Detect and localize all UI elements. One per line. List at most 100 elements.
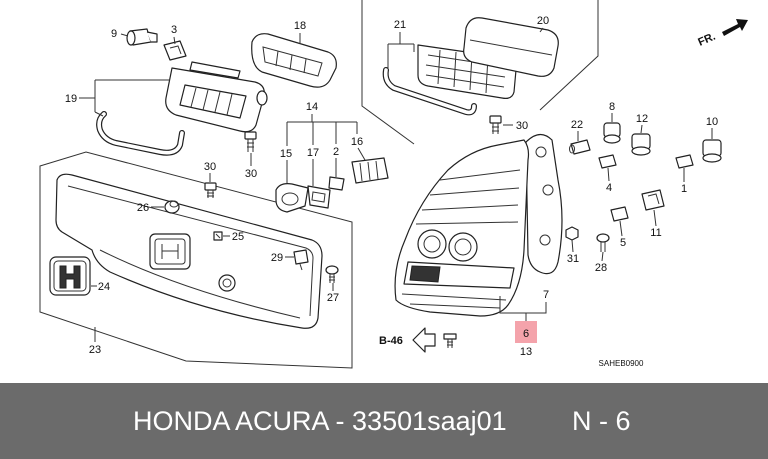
callout-10: 10 bbox=[706, 116, 718, 128]
connector-teeth bbox=[359, 160, 379, 182]
reference-label: B-46 bbox=[379, 335, 403, 347]
leader-4 bbox=[607, 167, 610, 182]
part-11-socket bbox=[641, 189, 665, 211]
callout-18: 18 bbox=[294, 20, 306, 32]
nut-body bbox=[565, 226, 579, 241]
gasket-hole bbox=[542, 184, 554, 196]
tail-light-reflector-left bbox=[417, 229, 447, 259]
callout-30-garnish: 30 bbox=[204, 161, 216, 173]
socket-tab bbox=[146, 31, 158, 43]
callout-19: 19 bbox=[65, 93, 77, 105]
part-30-bolt-stop-light bbox=[489, 115, 502, 134]
part-7-gasket bbox=[525, 133, 563, 275]
screw-shank bbox=[329, 274, 335, 283]
lens-cover-ribs bbox=[275, 50, 307, 74]
bracket-14 bbox=[286, 114, 358, 146]
callout-11: 11 bbox=[650, 227, 661, 239]
leader-16 bbox=[357, 147, 366, 161]
callout-30-stop-light: 30 bbox=[516, 120, 528, 132]
socket-end bbox=[702, 153, 722, 163]
callout-20: 20 bbox=[537, 15, 549, 27]
leader-20 bbox=[539, 27, 544, 33]
license-light-ribs bbox=[190, 87, 233, 116]
lens-cover-window bbox=[262, 46, 323, 77]
callout-5: 5 bbox=[620, 237, 626, 249]
bracket-6-7 bbox=[499, 296, 547, 321]
part-31-nut bbox=[565, 226, 579, 241]
socket-body bbox=[641, 189, 665, 211]
callout-24: 24 bbox=[98, 281, 110, 293]
part-27-screw bbox=[325, 265, 339, 283]
part-2-bulb bbox=[328, 176, 345, 191]
stop-light-group-boundary bbox=[361, 0, 599, 145]
clip-leg bbox=[447, 339, 453, 348]
part-15-socket bbox=[275, 183, 309, 213]
part-30-bolt-license bbox=[244, 131, 257, 152]
callout-22: 22 bbox=[571, 119, 583, 131]
part-12-socket bbox=[631, 133, 651, 156]
part-5-bulb bbox=[610, 206, 629, 222]
callout-4: 4 bbox=[606, 182, 612, 194]
emblem-frame-inner bbox=[53, 260, 87, 292]
bulb-body bbox=[675, 154, 694, 169]
cover-edge bbox=[469, 39, 553, 56]
part-18-lens-cover bbox=[251, 33, 337, 88]
callout-7: 7 bbox=[543, 289, 549, 301]
garnish-inner-line bbox=[67, 185, 314, 317]
license-light-tabs bbox=[189, 61, 241, 79]
callout-14: 14 bbox=[306, 101, 318, 113]
socket-detail bbox=[311, 191, 326, 203]
bulb-body bbox=[328, 176, 345, 191]
clip-body bbox=[293, 249, 309, 265]
lens-cover-body bbox=[251, 33, 337, 88]
gasket-hole bbox=[535, 146, 547, 158]
callout-23: 23 bbox=[89, 344, 101, 356]
leader-31 bbox=[571, 239, 574, 253]
tail-light-body bbox=[394, 139, 530, 317]
part-23-tailgate-garnish bbox=[55, 173, 323, 329]
parts-diagram: 9 3 18 21 20 19 14 8 12 22 30 10 15 17 2… bbox=[39, 0, 748, 369]
license-light-socket bbox=[256, 90, 268, 106]
bolt-head bbox=[204, 182, 217, 191]
callout-8: 8 bbox=[609, 101, 615, 113]
part-6-tail-light-assembly bbox=[394, 139, 530, 317]
part-16-connector bbox=[351, 157, 389, 184]
footer-part-position: N - 6 bbox=[572, 406, 631, 436]
footer-part-title: HONDA ACURA - 33501saaj01 bbox=[133, 406, 507, 436]
part-30-bolt-garnish bbox=[204, 182, 217, 198]
callout-28: 28 bbox=[595, 262, 607, 274]
tail-light-bottom-ribs bbox=[401, 293, 507, 309]
socket-body bbox=[307, 185, 331, 209]
callout-31: 31 bbox=[567, 253, 579, 265]
part-10-socket bbox=[702, 139, 722, 163]
bolt-shank bbox=[492, 123, 499, 134]
part-20-cover bbox=[463, 17, 559, 77]
callout-25: 25 bbox=[232, 231, 244, 243]
screw-shank bbox=[600, 242, 606, 252]
part-19-gasket bbox=[96, 111, 185, 156]
callout-26: 26 bbox=[137, 202, 149, 214]
leader-lines bbox=[79, 27, 713, 342]
part-29-clip bbox=[293, 249, 309, 271]
clip-detail bbox=[169, 45, 182, 55]
garnish-emblem-h-mark bbox=[161, 244, 179, 259]
leader-9 bbox=[120, 33, 129, 37]
garnish-keyhole-inner bbox=[222, 278, 232, 288]
tail-light-upper-ribs bbox=[415, 169, 521, 225]
bulb-body bbox=[570, 139, 591, 155]
clip-slot bbox=[215, 233, 221, 239]
callout-16: 16 bbox=[351, 136, 363, 148]
emblem-h-letter bbox=[59, 265, 81, 289]
clip-head bbox=[443, 333, 457, 340]
callout-9: 9 bbox=[111, 28, 117, 40]
garnish-keyhole bbox=[218, 274, 236, 292]
tail-light-reflector-right-inner bbox=[454, 238, 472, 256]
bolt-shank bbox=[207, 190, 214, 198]
socket-end bbox=[631, 146, 651, 156]
footer-bar: HONDA ACURA - 33501saaj01 N - 6 bbox=[0, 383, 768, 459]
part-17-socket bbox=[307, 185, 331, 209]
part-4-bulb bbox=[598, 154, 617, 169]
gasket-body bbox=[525, 133, 563, 275]
tail-light-reflector-left-inner bbox=[423, 235, 441, 253]
bracket-19 bbox=[79, 79, 170, 117]
